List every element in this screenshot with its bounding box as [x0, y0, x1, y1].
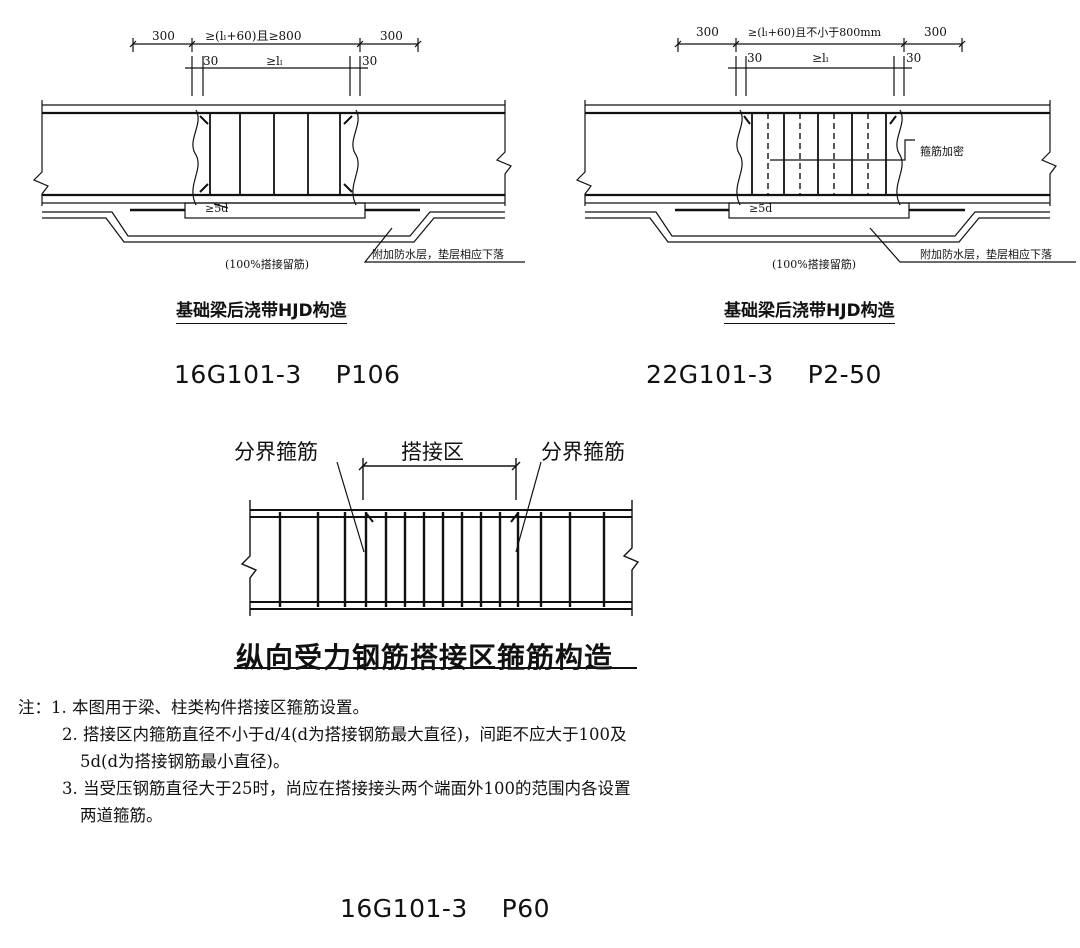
tr-retained-label: (100%搭接留筋) — [772, 257, 856, 271]
note-item-2: 2. 搭接区内箍筋直径不小于d/4(d为搭接钢筋最大直径)，间距不应大于100及 — [62, 725, 627, 744]
tr-dim-side-right: 300 — [924, 25, 947, 39]
tr-stirrup-label: 箍筋加密 — [920, 144, 964, 158]
tr-dim-main: ≥(lₗ+60)且不小于800mm — [748, 26, 882, 39]
tr-waterproof-label: 附加防水层，垫层相应下落 — [920, 247, 1052, 261]
top-left-texts: 300 ≥(lₗ+60)且≥800 300 30 ≥lₗ 30 ≥5d (100… — [152, 29, 504, 271]
label-boundary-stirrup-left: 分界箍筋 — [234, 440, 318, 464]
top-right-diagram — [575, 38, 1076, 263]
tl-dim-gap-right: 30 — [362, 54, 377, 68]
tl-dim-lap: ≥lₗ — [266, 54, 283, 68]
top-right-reference: 22G101-3 P2-50 — [646, 360, 882, 389]
tr-dim-lap: ≥lₗ — [812, 51, 829, 65]
middle-caption: 纵向受力钢筋搭接区箍筋构造 — [236, 641, 614, 674]
notes-prefix: 注： — [18, 698, 51, 717]
tl-retained-label: (100%搭接留筋) — [225, 257, 309, 271]
top-left-reference: 16G101-3 P106 — [174, 360, 401, 389]
tr-dim-gap-left: 30 — [747, 51, 762, 65]
note-item-3-cont: 两道箍筋。 — [80, 806, 163, 825]
top-right-texts: 300 ≥(lₗ+60)且不小于800mm 300 30 ≥lₗ 30 箍筋加密… — [696, 25, 1052, 271]
middle-diagram — [234, 458, 640, 669]
tr-dim-gap-right: 30 — [906, 51, 921, 65]
label-lap-zone: 搭接区 — [401, 440, 464, 464]
tl-dim-main: ≥(lₗ+60)且≥800 — [205, 29, 301, 43]
tl-hook-label: ≥5d — [205, 202, 228, 215]
note-item-2-cont: 5d(d为搭接钢筋最小直径)。 — [80, 752, 290, 771]
top-right-caption: 基础梁后浇带HJD构造 — [724, 296, 895, 324]
bottom-reference: 16G101-3 P60 — [340, 894, 551, 923]
top-left-caption: 基础梁后浇带HJD构造 — [176, 296, 347, 324]
notes-block: 注：1. 本图用于梁、柱类构件搭接区箍筋设置。 2. 搭接区内箍筋直径不小于d/… — [18, 694, 808, 829]
note-item-3: 3. 当受压钢筋直径大于25时，尚应在搭接接头两个端面外100的范围内各设置 — [62, 779, 631, 798]
notes-line-1: 注：1. 本图用于梁、柱类构件搭接区箍筋设置。 — [18, 694, 808, 721]
note-item-1: 1. 本图用于梁、柱类构件搭接区箍筋设置。 — [51, 698, 369, 717]
tl-dim-side-right: 300 — [380, 29, 403, 43]
tr-dim-side-left: 300 — [696, 25, 719, 39]
top-left-diagram — [32, 38, 525, 263]
tl-dim-side-left: 300 — [152, 29, 175, 43]
tl-waterproof-label: 附加防水层，垫层相应下落 — [372, 247, 504, 261]
label-boundary-stirrup-right: 分界箍筋 — [541, 440, 625, 464]
tl-dim-gap-left: 30 — [203, 54, 218, 68]
tr-hook-label: ≥5d — [749, 202, 772, 215]
